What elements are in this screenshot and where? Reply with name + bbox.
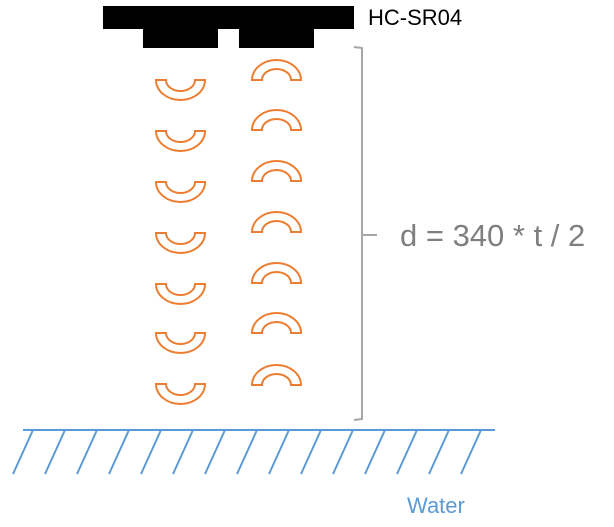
echo-wave-icon [155,181,206,203]
echo-wave-icon [155,79,206,101]
echo-wave-icon [155,130,206,152]
echo-wave-icon [155,283,206,305]
water-surface [12,429,495,475]
emitted-wave-icon [251,364,302,386]
echo-wave-icon [155,232,206,254]
emitted-wave-icon [251,160,302,182]
emitted-wave-icon [251,262,302,284]
sensor-transducer-left [143,29,218,48]
echo-wave-icon [155,383,206,405]
echo-waves [155,79,206,405]
water-label: Water [407,493,465,518]
sensor-transducer-right [239,29,314,48]
emitted-wave-icon [251,59,302,81]
emitted-wave-icon [251,312,302,334]
emitted-waves [251,59,302,386]
emitted-wave-icon [251,211,302,233]
sensor-body [103,6,354,29]
distance-formula: d = 340 * t / 2 [400,218,586,253]
echo-wave-icon [155,332,206,354]
emitted-wave-icon [251,109,302,131]
sensor-label: HC-SR04 [368,5,463,30]
distance-bracket [353,46,377,421]
